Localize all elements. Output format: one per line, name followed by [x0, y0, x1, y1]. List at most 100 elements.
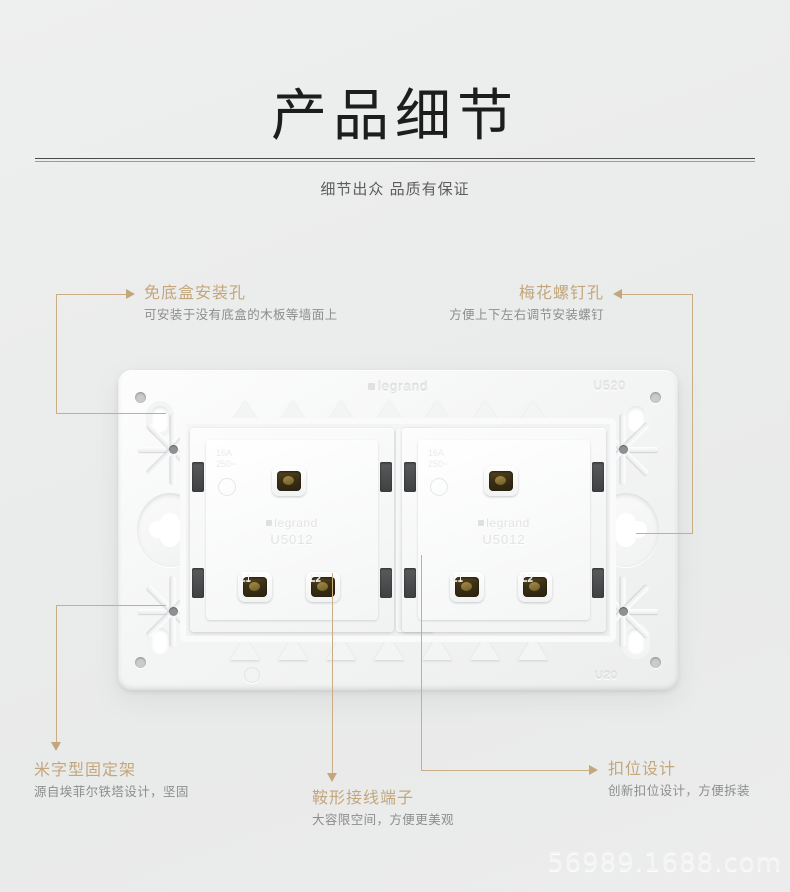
brass-saddle [455, 577, 479, 597]
annotation-saddle-terminal: 鞍形接线端子 大容限空间，方便更美观 [312, 788, 454, 830]
brace-rib [170, 576, 176, 646]
module-model-emboss: U5012 [270, 532, 314, 547]
brace-rib [138, 446, 208, 452]
saddle-terminal [518, 572, 552, 602]
leader-line-snap-design [421, 555, 422, 770]
boxless-mounting-hole [627, 628, 645, 654]
leader-line-star-frame [56, 605, 57, 742]
leader-arrow-snap-design [589, 765, 598, 775]
module-slot [592, 462, 604, 492]
brace-hub [618, 606, 628, 616]
corner-screw-hole [135, 657, 146, 668]
saddle-terminal [272, 466, 306, 496]
annotation-description: 源自埃菲尔铁塔设计，坚固 [34, 785, 189, 799]
leader-line-saddle-terminal [332, 573, 333, 773]
brace-rib [596, 584, 650, 638]
snap-clip [405, 516, 425, 542]
brass-saddle [243, 577, 267, 597]
snap-clip [405, 578, 425, 604]
legrand-logo-mark [266, 520, 273, 526]
brace-rib [146, 422, 200, 476]
page-header: 产品细节 [0, 0, 790, 144]
star-brace-frame [136, 574, 210, 648]
leader-line-mounting-hole [56, 413, 166, 414]
product-image: legrand U520 U20 [118, 370, 678, 690]
page-title: 产品细节 [271, 84, 519, 147]
annotation-title: 免底盒安装孔 [144, 285, 247, 302]
leader-arrow-star-frame [51, 742, 61, 751]
brace-rib [146, 422, 200, 476]
triangular-rib [422, 636, 452, 660]
triangular-rib [374, 400, 404, 424]
module-brand-emboss: legrand [206, 516, 378, 530]
module-brand-emboss: legrand [418, 516, 590, 530]
annotation-title: 梅花螺钉孔 [518, 285, 604, 302]
legrand-logo-mark [367, 383, 375, 390]
annotation-description: 方便上下左右调节安装螺钉 [449, 308, 604, 322]
brace-rib [588, 608, 658, 614]
leader-arrow-mounting-hole [126, 289, 135, 299]
triangular-rib [230, 636, 260, 660]
brace-rib [620, 414, 626, 484]
leader-arrow-plum-hole [613, 289, 622, 299]
leader-line-plum-hole [622, 294, 692, 295]
annotation-description: 创新扣位设计，方便拆装 [608, 784, 750, 798]
triangular-rib [278, 400, 308, 424]
leader-line-plum-hole [636, 533, 692, 534]
star-brace-frame [586, 574, 660, 648]
title-divider [35, 158, 755, 162]
site-watermark: 56989.1688.com [547, 848, 782, 878]
triangular-rib [470, 400, 500, 424]
brace-hub [168, 606, 178, 616]
leader-line-star-frame [56, 605, 166, 606]
brace-hub [618, 444, 628, 454]
brace-rib [596, 422, 650, 476]
corner-screw-hole [650, 392, 661, 403]
center-snap-rail [396, 428, 434, 632]
brace-rib [596, 584, 650, 638]
module-slot [592, 568, 604, 598]
brace-rib [170, 414, 176, 484]
terminal-mark: L2 [522, 573, 534, 584]
module-slot [380, 568, 392, 598]
corner-screw-hole [135, 392, 146, 403]
brace-hub [168, 444, 178, 454]
triangular-rib [518, 400, 548, 424]
plum-screw-keyhole [593, 493, 659, 567]
legrand-logo-mark [478, 520, 485, 526]
plate-brand-emboss: legrand [118, 379, 678, 394]
brace-rib [138, 608, 208, 614]
boxless-mounting-hole [151, 406, 169, 432]
boxless-mounting-hole [627, 406, 645, 432]
triangular-rib [230, 400, 260, 424]
triangular-rib [278, 636, 308, 660]
page-subtitle: 细节出众 品质有保证 [320, 181, 470, 198]
star-brace-frame [136, 412, 210, 486]
certification-mark-icon [244, 667, 260, 683]
leader-line-plum-hole [692, 294, 693, 534]
brace-rib [146, 584, 200, 638]
module-slot [404, 462, 416, 492]
annotation-title: 鞍形接线端子 [312, 790, 415, 807]
annotation-plum-hole: 梅花螺钉孔 方便上下左右调节安装螺钉 [449, 283, 604, 325]
brass-saddle [523, 577, 547, 597]
leader-arrow-saddle-terminal [327, 773, 337, 782]
saddle-terminal [238, 572, 272, 602]
annotation-title: 扣位设计 [608, 761, 677, 778]
brace-rib [596, 422, 650, 476]
module-slot [192, 462, 204, 492]
terminal-mark: L1 [240, 573, 252, 584]
keyhole-slot [605, 513, 647, 547]
ce-mark-icon [430, 478, 448, 496]
boxless-mounting-hole [151, 628, 169, 654]
corner-screw-hole [650, 657, 661, 668]
brace-rib [588, 446, 658, 452]
triangular-rib [470, 636, 500, 660]
switch-backplate: legrand U520 U20 [118, 370, 678, 690]
annotation-title: 米字型固定架 [34, 762, 137, 779]
